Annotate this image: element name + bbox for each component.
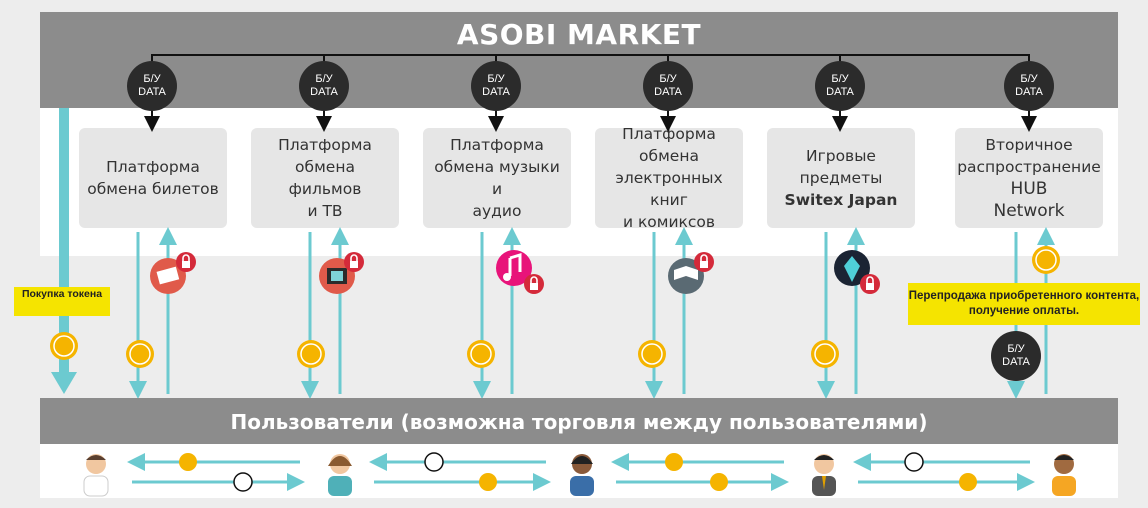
token-coins [50,246,1060,368]
platform-music-line1: Платформа [450,136,544,154]
platform-movies-tv: Платформа обмена фильмов и ТВ [251,128,399,228]
user-avatars [83,454,1076,497]
platform-tickets-line2: обмена билетов [87,180,219,198]
user-trade-tokens [179,452,977,492]
platform-movies-line3: и ТВ [307,202,343,220]
users-bar-text: Пользователи (возможна торговля между по… [230,410,928,434]
platform-game-line1: Игровые [806,147,876,165]
platform-movies-line1: Платформа [278,136,372,154]
platform-game-line2: предметы [799,169,883,187]
platform-hub-line3: HUB [1010,179,1048,199]
platform-ebooks-line1: Платформа [622,125,716,143]
music-note-icon [496,250,532,286]
token-purchase-label: Покупка токена [14,287,110,316]
platform-tickets-line1: Платформа [106,158,200,176]
lock-icons [176,252,880,294]
platform-tickets: Платформа обмена билетов [79,128,227,228]
asobi-market-header: ASOBI MARKET [40,12,1118,108]
platform-movies-line2: обмена фильмов [288,158,362,198]
platform-hub-line1: Вторичное [985,136,1073,154]
header-connector [151,54,1030,61]
platform-ebooks-comics: Платформа обмена электронных книг и комиксо… [595,125,743,231]
token-purchase-arrow-shaft [59,108,69,372]
ticket-icon [150,258,186,294]
platform-game-brand: Switex Japan [784,191,898,209]
users-bar: Пользователи (возможна торговля между по… [40,398,1118,444]
user-trade-arrows [127,453,1035,491]
platform-ebooks-line4: и комиксов [622,213,716,231]
platform-ebooks-line2: обмена [639,147,699,165]
game-gem-icon [834,250,870,286]
platform-music-audio: Платформа обмена музыки и аудио [423,128,571,228]
platform-music-line3: аудио [472,202,522,220]
token-purchase-arrow-head [51,372,77,394]
resale-note-label: Перепродажа приобретенного контента, пол… [908,283,1140,325]
platform-hub-line2: распространение [957,158,1101,176]
platform-ebooks-line3: электронных книг [615,169,723,209]
platform-hub-line4: Network [993,201,1065,221]
platform-music-line2: обмена музыки и [434,158,560,198]
diagram-title: ASOBI MARKET [456,18,702,51]
book-icon [668,258,704,294]
